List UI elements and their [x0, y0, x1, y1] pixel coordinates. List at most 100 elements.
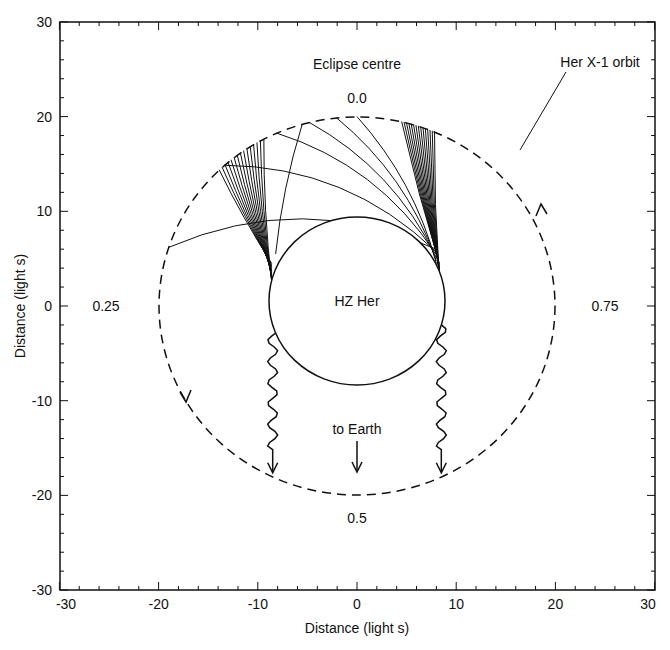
axis-tick	[651, 362, 655, 363]
orbit-direction-arrow	[536, 204, 547, 216]
axis-tick	[178, 22, 179, 26]
leader-line	[520, 72, 566, 150]
axis-tick	[416, 586, 417, 590]
x-ray-path	[219, 170, 272, 264]
axis-tick	[59, 582, 60, 590]
axis-tick	[118, 586, 119, 590]
axis-tick-label: 10	[448, 597, 464, 611]
axis-tick	[651, 514, 655, 515]
x-ray-wave	[436, 325, 446, 472]
axis-tick	[647, 495, 655, 496]
axis-tick	[647, 590, 655, 591]
phase-label: 0.0	[347, 91, 366, 105]
axis-tick	[60, 268, 64, 269]
x-ray-path	[222, 167, 272, 265]
axis-tick	[317, 22, 318, 26]
axis-tick	[416, 22, 417, 26]
axis-tick	[555, 582, 556, 590]
wave-arrowhead	[436, 463, 446, 473]
axis-tick	[60, 116, 68, 117]
axis-tick	[60, 173, 64, 174]
axis-tick	[495, 586, 496, 590]
axis-tick	[198, 22, 199, 26]
axis-tick	[257, 582, 258, 590]
axis-tick	[614, 22, 615, 26]
axis-tick	[60, 211, 68, 212]
axis-tick	[651, 438, 655, 439]
axis-tick	[651, 476, 655, 477]
phase-label: 0.5	[347, 511, 366, 525]
axis-tick	[651, 192, 655, 193]
axis-tick	[357, 582, 358, 590]
axis-title: Distance (light s)	[305, 621, 409, 635]
axis-tick	[376, 22, 377, 26]
axis-tick	[651, 268, 655, 269]
axis-tick	[575, 22, 576, 26]
axis-tick	[456, 22, 457, 30]
axis-tick	[297, 22, 298, 26]
earth-arrowhead	[352, 462, 362, 472]
plot-frame	[60, 22, 655, 590]
axis-tick	[60, 362, 64, 363]
axis-tick	[651, 571, 655, 572]
axis-tick	[60, 571, 64, 572]
axis-tick-label: 20	[548, 597, 564, 611]
axis-tick-label: 10	[36, 204, 52, 218]
axis-tick	[60, 457, 64, 458]
axis-tick	[396, 586, 397, 590]
axis-tick	[595, 22, 596, 26]
axis-tick	[651, 154, 655, 155]
axis-tick-label: 20	[36, 110, 52, 124]
axis-tick	[99, 22, 100, 26]
axis-tick	[158, 22, 159, 30]
axis-tick	[651, 249, 655, 250]
axis-tick	[651, 552, 655, 553]
axis-tick	[575, 586, 576, 590]
axis-tick-label: -30	[32, 583, 52, 597]
axis-tick	[654, 22, 655, 30]
axis-tick	[257, 22, 258, 30]
axis-tick	[376, 586, 377, 590]
axis-tick	[651, 324, 655, 325]
axis-tick	[60, 381, 64, 382]
axis-tick	[277, 586, 278, 590]
axis-tick	[651, 533, 655, 534]
axis-tick	[60, 230, 64, 231]
axis-tick	[647, 306, 655, 307]
axis-tick	[79, 586, 80, 590]
axis-tick	[60, 97, 64, 98]
axis-tick	[651, 97, 655, 98]
axis-tick	[60, 287, 64, 288]
axis-tick	[651, 173, 655, 174]
axis-tick	[60, 419, 64, 420]
axis-tick	[515, 586, 516, 590]
axis-tick-label: -10	[32, 394, 52, 408]
axis-tick	[60, 438, 64, 439]
axis-tick	[436, 586, 437, 590]
phase-label: 0.75	[591, 299, 618, 313]
axis-tick	[218, 586, 219, 590]
axis-tick	[138, 22, 139, 26]
axis-tick	[60, 40, 64, 41]
axis-tick-label: -10	[248, 597, 268, 611]
axis-tick	[436, 22, 437, 26]
axis-tick	[555, 22, 556, 30]
axis-tick-label: -20	[32, 488, 52, 502]
axis-tick	[60, 343, 64, 344]
axis-tick	[651, 419, 655, 420]
x-ray-path	[276, 124, 303, 254]
axis-tick	[535, 586, 536, 590]
axis-tick	[60, 590, 68, 591]
axis-tick	[60, 306, 68, 307]
axis-tick	[59, 22, 60, 30]
x-ray-path	[231, 160, 272, 269]
axis-tick	[60, 476, 64, 477]
axis-tick	[138, 586, 139, 590]
axis-tick	[614, 586, 615, 590]
axis-tick	[60, 514, 64, 515]
axis-tick	[60, 192, 64, 193]
star-name: HZ Her	[334, 293, 379, 309]
axis-tick	[60, 135, 64, 136]
axis-tick	[651, 78, 655, 79]
wave-arrowhead	[268, 463, 278, 473]
